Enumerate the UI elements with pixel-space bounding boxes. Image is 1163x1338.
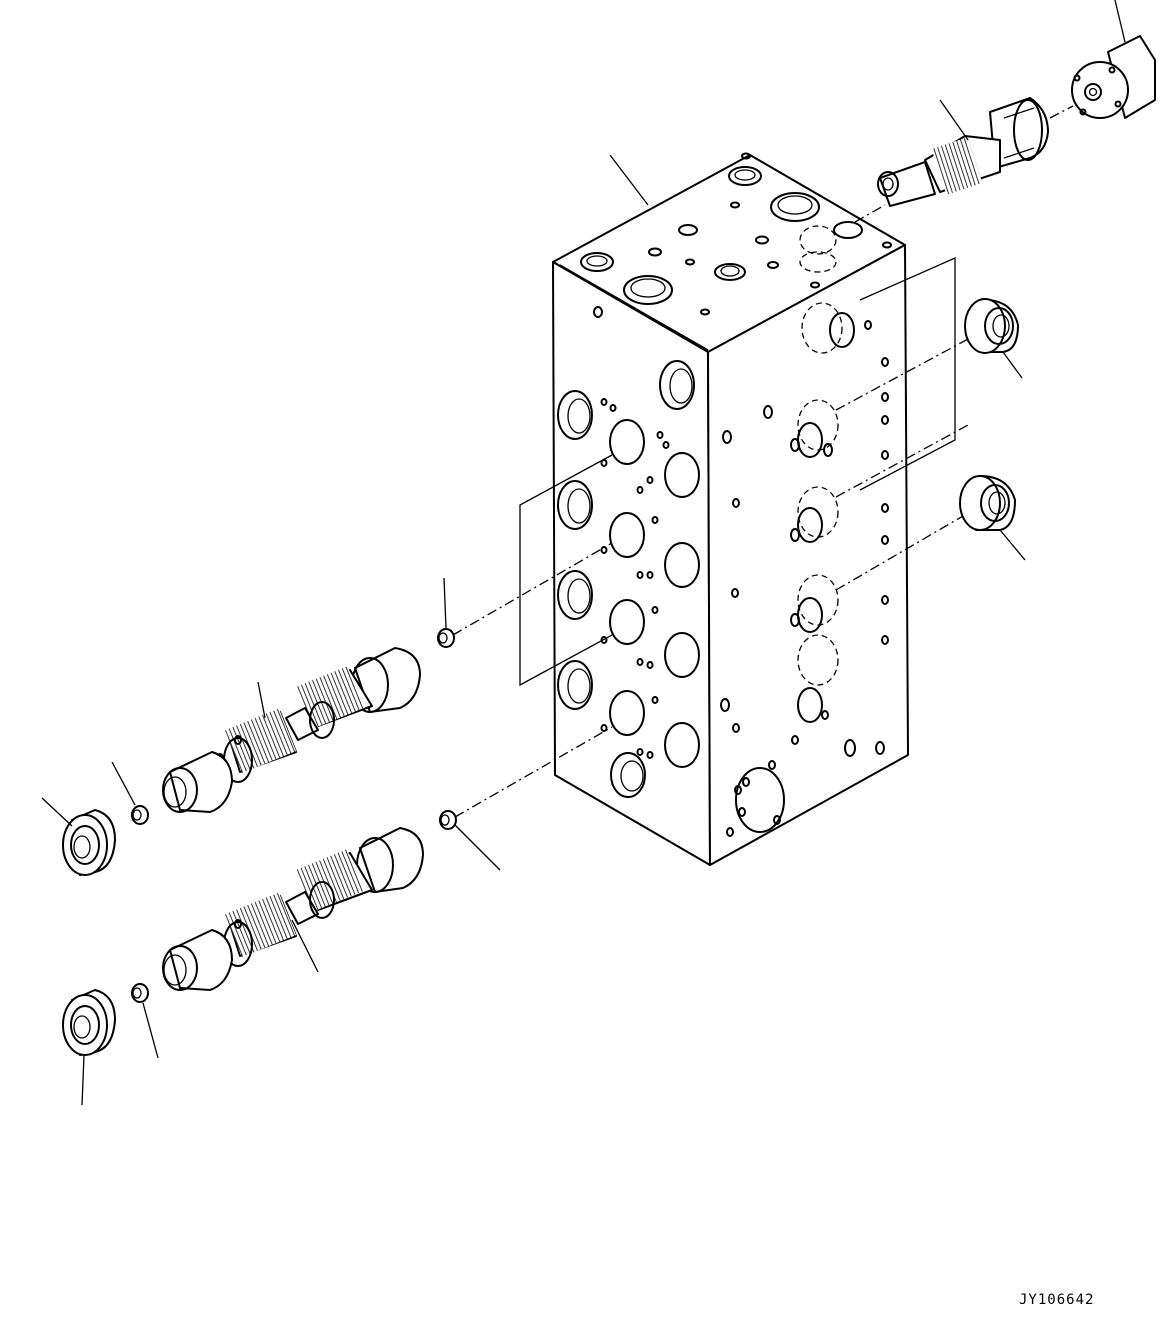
end-cap-left-upper [62,809,116,876]
end-cap-top [1071,35,1156,119]
end-cap-left-lower [62,989,116,1056]
valve-block [552,152,909,866]
left-face-ports [557,360,700,798]
assembly-center-lines [452,105,1074,818]
top-face-ports [580,152,892,318]
small-plugs [131,628,457,1003]
assembly-brackets [519,257,956,687]
drawing-code: JY106642 [1019,1292,1095,1308]
plug-cap-lower [959,475,1016,531]
solenoid-cartridge [877,97,1049,207]
callout-leaders [41,0,1126,1106]
spool-lower [162,827,424,991]
spool-upper [162,647,421,813]
plug-cap-upper [964,298,1019,354]
right-face-ports [720,302,889,837]
